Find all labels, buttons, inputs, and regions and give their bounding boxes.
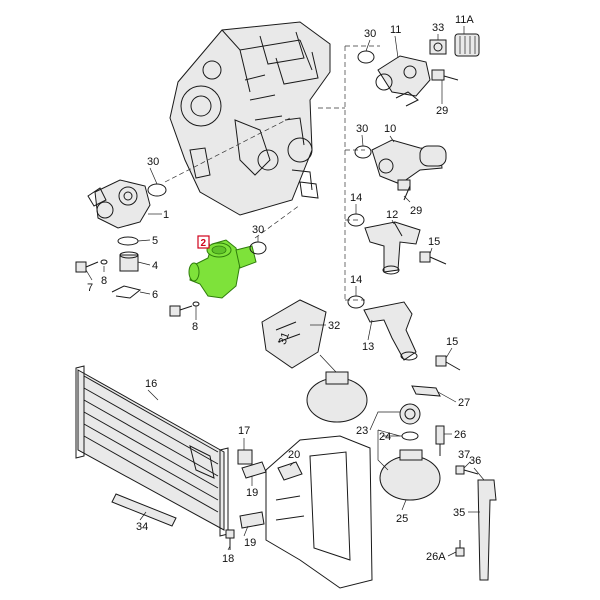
bolt-18: [225, 529, 235, 550]
label-1: 1: [163, 209, 169, 221]
label-26a: 26A: [426, 551, 446, 563]
coolant-flange-1: [87, 179, 151, 229]
washer-8-upper: [100, 259, 108, 265]
label-2: 2: [201, 238, 207, 249]
label-32: 32: [328, 320, 340, 332]
coolant-flange-10: [371, 139, 447, 185]
label-11a: 11A: [455, 14, 474, 26]
front-frame: [265, 435, 373, 589]
gasket-30-top: [357, 50, 375, 64]
reservoir-upper: [306, 354, 368, 423]
sensor-29-mid: [397, 179, 411, 201]
cap-23: [399, 403, 421, 425]
bracket-27: [411, 385, 441, 397]
strip-34: [111, 493, 177, 527]
o-ring-5: [117, 236, 139, 246]
hose-12: [364, 221, 421, 275]
label-30-top: 30: [364, 28, 376, 40]
reservoir-cap-31: [261, 299, 327, 369]
bolt-7-lower: [169, 305, 193, 317]
label-15-upper: 15: [428, 236, 440, 248]
bracket-19-lower: [239, 511, 265, 529]
label-17: 17: [238, 425, 250, 437]
label-8-lower: 8: [192, 321, 198, 333]
label-2-highlight-box: [197, 235, 210, 249]
label-35: 35: [453, 507, 465, 519]
o-ring-14-lower: [347, 295, 365, 309]
bracket-20: [277, 461, 303, 481]
label-23: 23: [356, 425, 368, 437]
label-15-lower: 15: [446, 336, 458, 348]
filter-11a: [454, 33, 480, 57]
label-25: 25: [396, 513, 408, 525]
label-30-left: 30: [147, 156, 159, 168]
label-8-upper: 8: [101, 275, 107, 287]
label-7: 7: [87, 282, 93, 294]
label-31: 31: [277, 331, 292, 347]
label-26: 26: [454, 429, 466, 441]
bracket-35: [477, 479, 497, 581]
bolt-26a: [455, 540, 465, 557]
label-33: 33: [432, 22, 444, 34]
gasket-30-left: [147, 183, 167, 197]
label-11: 11: [390, 24, 401, 36]
leader-lines: [85, 26, 485, 557]
label-16: 16: [145, 378, 157, 390]
label-13: 13: [362, 341, 374, 353]
label-5: 5: [152, 235, 158, 247]
label-12: 12: [386, 209, 398, 221]
bolt-15-lower: [435, 355, 461, 371]
label-18: 18: [222, 553, 234, 565]
clip-top: [395, 91, 419, 107]
sensor-33: [429, 39, 447, 55]
bolt-37: [455, 465, 479, 475]
coolant-flange-11: [375, 55, 431, 97]
label-19-upper: 19: [246, 487, 258, 499]
label-14-upper: 14: [350, 192, 362, 204]
coolant-connection-2-highlighted: [188, 239, 257, 299]
hose-13: [363, 301, 418, 361]
bolt-7: [75, 261, 99, 273]
label-36: 36: [469, 455, 481, 467]
label-34: 34: [136, 521, 148, 533]
sensor-26: [435, 425, 445, 456]
label-14-lower: 14: [350, 274, 362, 286]
label-4: 4: [152, 260, 158, 272]
engine-block: [169, 21, 331, 216]
label-27: 27: [458, 397, 470, 409]
reservoir-25: [379, 449, 441, 501]
bolt-15-upper: [419, 251, 447, 265]
label-10: 10: [384, 123, 396, 135]
mount-17: [237, 449, 253, 465]
label-19-lower: 19: [244, 537, 256, 549]
callout-labels: 30 1 5 4 6 8 7 8 2 30 30 11 33 11A 29 30…: [87, 14, 481, 565]
label-30-part2: 30: [252, 224, 264, 236]
label-20: 20: [288, 449, 300, 461]
seal-24: [401, 431, 419, 441]
clip-6: [111, 285, 142, 299]
label-24: 24: [379, 431, 391, 443]
label-37: 37: [458, 449, 470, 461]
gasket-30-mid: [354, 145, 372, 159]
label-30-mid: 30: [356, 123, 368, 135]
thermostat-4: [119, 254, 139, 272]
label-29-mid: 29: [410, 205, 422, 217]
label-29-top: 29: [436, 105, 448, 117]
label-6: 6: [152, 289, 158, 301]
sensor-29-top: [431, 69, 459, 81]
